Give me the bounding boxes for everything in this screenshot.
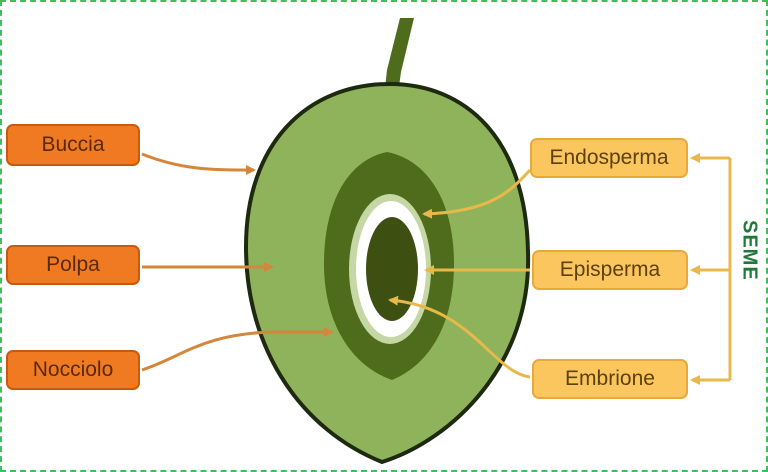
label-nocciolo: Nocciolo (6, 350, 140, 390)
embryo (366, 217, 418, 321)
label-embrione: Embrione (532, 359, 688, 399)
label-episperma: Episperma (532, 250, 688, 290)
label-polpa: Polpa (6, 245, 140, 285)
label-seme: SEME (738, 208, 760, 292)
label-endosperma: Endosperma (530, 138, 688, 178)
arrow-buccia (142, 154, 254, 170)
label-buccia: Buccia (6, 124, 140, 166)
